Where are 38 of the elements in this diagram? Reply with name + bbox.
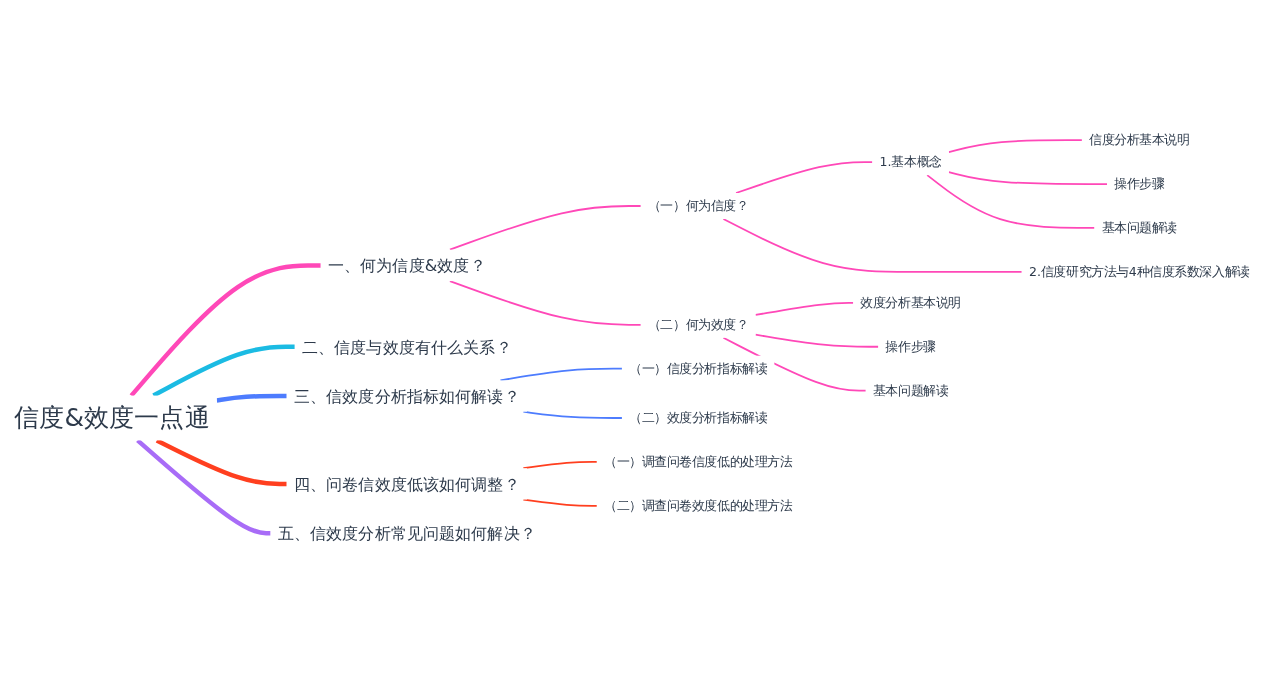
node-text: 基本问题解读 <box>1101 220 1177 235</box>
connector <box>449 280 642 326</box>
connector <box>522 461 598 470</box>
node-text: 基本问题解读 <box>872 383 949 398</box>
connector <box>926 174 1096 229</box>
node-text: 操作步骤 <box>1114 176 1165 191</box>
node-text: 三、信效度分析指标如何解读？ <box>293 386 520 406</box>
node-text: 1.基本概念 <box>879 154 942 169</box>
connector <box>129 263 321 398</box>
node-text: 信度分析基本说明 <box>1089 132 1190 147</box>
node-text: （二）效度分析指标解读 <box>629 410 768 425</box>
connector <box>947 171 1108 185</box>
connector <box>754 301 855 316</box>
connector <box>216 393 287 403</box>
node-text: （二）调查问卷效度低的处理方法 <box>604 498 793 513</box>
node-text: （一）何为信度？ <box>647 198 749 213</box>
node-text: 操作步骤 <box>885 339 936 354</box>
connector <box>152 344 295 398</box>
node-text: 2.信度研究方法与4种信度系数深入解读 <box>1028 264 1250 279</box>
connector <box>522 410 623 419</box>
node-text: （二）何为效度？ <box>647 317 749 332</box>
node-text: 二、信度与效度有什么关系？ <box>301 337 512 357</box>
connector <box>449 205 642 251</box>
node-text: 一、何为信度&效度？ <box>327 255 486 275</box>
connector <box>155 438 287 487</box>
node-text: 效度分析基本说明 <box>860 295 961 310</box>
node-text: （一）调查问卷信度低的处理方法 <box>604 454 793 469</box>
connector <box>754 333 880 348</box>
connector <box>947 139 1083 153</box>
connector <box>735 161 874 194</box>
connector <box>722 218 1023 273</box>
node-text: 四、问卷信效度低该如何调整？ <box>293 474 520 494</box>
node-text: 信度&效度一点通 <box>14 402 210 433</box>
connector <box>522 498 598 507</box>
connector <box>722 336 867 392</box>
node-text: 五、信效度分析常见问题如何解决？ <box>277 523 536 543</box>
connector <box>499 367 623 382</box>
connector <box>136 438 271 536</box>
